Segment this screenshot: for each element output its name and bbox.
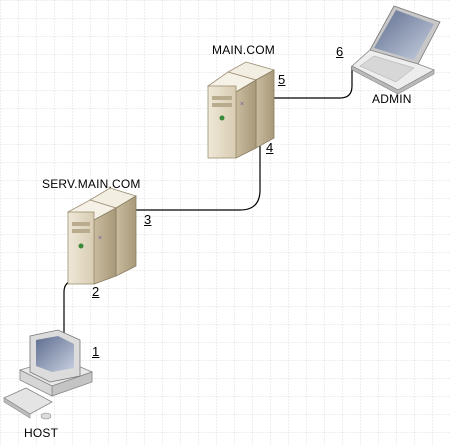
host-pc-label: HOST <box>24 426 59 440</box>
port-1-label: 1 <box>92 344 100 359</box>
link-serv-main <box>132 146 261 211</box>
main-server-label: MAIN.COM <box>212 43 275 57</box>
port-3-label: 3 <box>144 212 152 227</box>
svg-text:×: × <box>98 235 102 242</box>
host-pc-icon[interactable] <box>3 329 94 420</box>
serv-server-label: SERV.MAIN.COM <box>42 177 141 191</box>
port-6-label: 6 <box>336 44 344 59</box>
main-server-icon[interactable]: × <box>207 61 276 159</box>
serv-server-icon[interactable]: × <box>66 187 137 285</box>
port-4-label: 4 <box>266 140 274 155</box>
link-main-admin <box>274 66 353 99</box>
port-2-label: 2 <box>92 284 100 299</box>
admin-laptop-label: ADMIN <box>372 92 412 106</box>
admin-laptop-icon[interactable] <box>351 5 441 95</box>
svg-text:×: × <box>240 101 244 108</box>
port-5-label: 5 <box>278 72 286 87</box>
